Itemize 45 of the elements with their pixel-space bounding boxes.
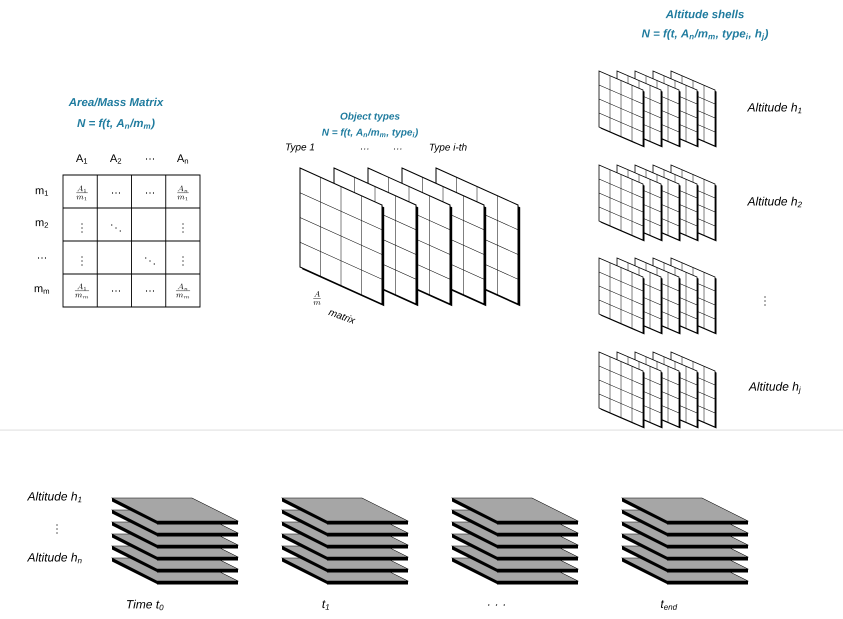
altitude-label: Altitude h$_{2}$ [746, 196, 802, 208]
matrix-entry: $\frac{A_1}{m_1}$ [76, 185, 88, 200]
matrix-entry: $\vdots$ [182, 223, 184, 233]
type-label: … [394, 148, 402, 150]
axis-label: $\frac{A}{m}$ [313, 290, 321, 305]
matrix-entry: $\ddots$ [145, 257, 155, 265]
matrix-entry: $\frac{A_n}{m_m}$ [176, 283, 190, 298]
row-header: m$_{2}$ [36, 220, 48, 228]
column-header: A$_{n}$ [176, 154, 188, 164]
axis-label: matrix [328, 310, 356, 324]
time-label: . . . [488, 604, 505, 606]
section-heading: Altitude shells [665, 10, 744, 18]
matrix-entry: $\vdots$ [81, 223, 83, 233]
matrix-entry: $\ddots$ [111, 224, 121, 232]
matrix-heading: Area/Mass Matrix [68, 98, 164, 106]
formula-text: N = f(t, A$_{n}$/m$_{m}$) [77, 118, 155, 130]
section-heading: Object types [340, 112, 400, 122]
matrix-entry: $\frac{A_1}{m_m}$ [74, 283, 90, 298]
matrix-entry: $\vdots$ [81, 256, 83, 266]
matrix-entry: … [146, 290, 154, 292]
type-label: Type i-th [430, 143, 467, 153]
formula-text: N = f(t, A$_{n}$/m$_{m}$, type$_{i}$) [322, 128, 418, 138]
type-label: Type 1 [286, 144, 314, 152]
matrix-entry: … [112, 290, 120, 292]
altitude-label: $\vdots$ [764, 296, 766, 306]
time-label: t$_{end}$ [660, 600, 678, 610]
type-label: … [360, 148, 368, 150]
time-label: t$_{1}$ [322, 600, 329, 610]
row-header: m$_{m}$ [34, 286, 50, 294]
row-header: m$_{1}$ [36, 188, 48, 196]
matrix-entry: … [146, 192, 154, 194]
matrix-entry: $\frac{A_n}{m_1}$ [177, 185, 189, 200]
column-header: A$_{2}$ [110, 154, 122, 164]
matrix-entry: $\vdots$ [182, 256, 184, 266]
altitude-label: $\vdots$ [56, 524, 58, 534]
altitude-label: Altitude h$_{1}$ [746, 102, 802, 114]
altitude-label: Altitude h$_{n}$ [26, 552, 82, 564]
column-header: … [146, 158, 154, 160]
row-header: … [38, 257, 46, 259]
matrix-entry: … [112, 192, 120, 194]
column-header: A$_{1}$ [76, 154, 88, 164]
altitude-label: Altitude h$_{1}$ [26, 492, 82, 502]
formula-text: N = f(t, A$_{n}$/m$_{m}$, type$_{i}$, h$_{j}$) [642, 29, 768, 41]
time-label: Time t$_{0}$ [127, 600, 164, 610]
altitude-label: Altitude h$_{j}$ [748, 382, 801, 394]
